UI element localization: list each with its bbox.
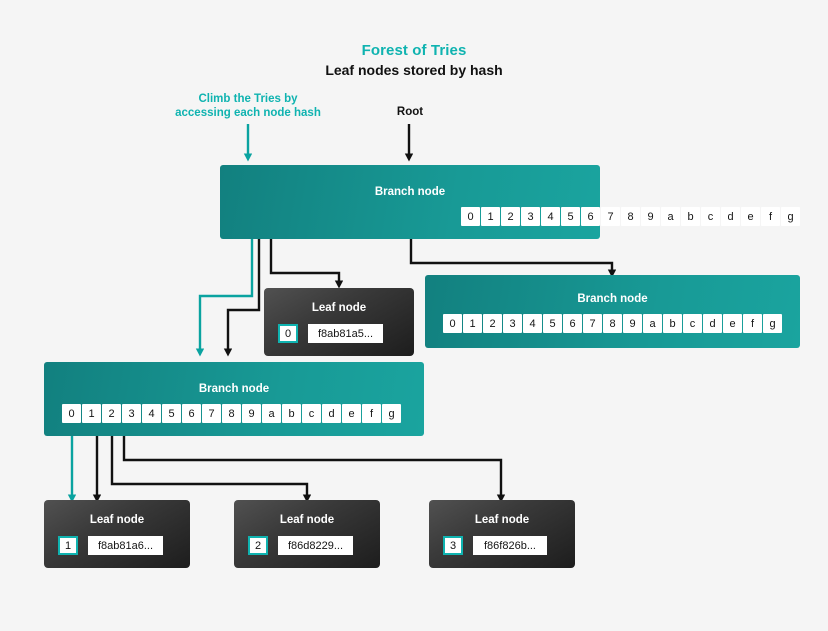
annotation-climb-the-tries: Climb the Tries by accessing each node h… xyxy=(175,93,321,119)
branch-cell[interactable]: 5 xyxy=(561,207,580,226)
branch-cell[interactable]: 9 xyxy=(641,207,660,226)
branch-cell[interactable]: c xyxy=(683,314,702,333)
branch-node-cells: 0 1 2 3 4 5 6 7 8 9 a b c d e f g xyxy=(461,207,800,226)
leaf-index-box[interactable]: 3 xyxy=(443,536,463,555)
branch-cell[interactable]: 1 xyxy=(463,314,482,333)
branch-cell[interactable]: b xyxy=(663,314,682,333)
annotation-root: Root xyxy=(396,106,424,118)
leaf-index-box[interactable]: 1 xyxy=(58,536,78,555)
branch-cell[interactable]: g xyxy=(382,404,401,423)
leaf-node-label: Leaf node xyxy=(279,514,335,526)
branch-cell[interactable]: 2 xyxy=(483,314,502,333)
leaf-hash-value[interactable]: f8ab81a5... xyxy=(308,324,384,343)
leaf-hash-value[interactable]: f86f826b... xyxy=(473,536,547,555)
branch-cell[interactable]: 6 xyxy=(563,314,582,333)
branch-cell[interactable]: 9 xyxy=(242,404,261,423)
branch-cell[interactable]: 4 xyxy=(142,404,161,423)
branch-cell[interactable]: f xyxy=(743,314,762,333)
page-title: Forest of Tries xyxy=(361,42,467,59)
branch-cell[interactable]: a xyxy=(262,404,281,423)
branch-cell[interactable]: 5 xyxy=(543,314,562,333)
branch-cell[interactable]: 1 xyxy=(82,404,101,423)
leaf-node-0[interactable]: Leaf node 0 f8ab81a5... xyxy=(264,288,414,356)
leaf-node-row: 3 f86f826b... xyxy=(443,536,547,555)
leaf-index-box[interactable]: 2 xyxy=(248,536,268,555)
leaf-node-label: Leaf node xyxy=(311,302,367,314)
branch-cell[interactable]: 5 xyxy=(162,404,181,423)
branch-cell[interactable]: f xyxy=(761,207,780,226)
arrow-lower-cell2-to-leaf2 xyxy=(110,429,312,503)
page-subtitle: Leaf nodes stored by hash xyxy=(325,62,503,78)
branch-cell[interactable]: b xyxy=(282,404,301,423)
leaf-index-box[interactable]: 0 xyxy=(278,324,298,343)
branch-cell[interactable]: 8 xyxy=(603,314,622,333)
leaf-node-2[interactable]: Leaf node 2 f86d8229... xyxy=(234,500,380,568)
branch-node-cells: 0 1 2 3 4 5 6 7 8 9 a b c d e f g xyxy=(62,404,401,423)
leaf-node-row: 1 f8ab81a6... xyxy=(58,536,164,555)
branch-cell[interactable]: g xyxy=(763,314,782,333)
leaf-node-label: Leaf node xyxy=(89,514,145,526)
branch-cell[interactable]: 3 xyxy=(503,314,522,333)
branch-cell[interactable]: c xyxy=(701,207,720,226)
branch-cell[interactable]: d xyxy=(703,314,722,333)
branch-cell[interactable]: 6 xyxy=(182,404,201,423)
branch-node-right[interactable]: Branch node 0 1 2 3 4 5 6 7 8 9 a b c d … xyxy=(425,275,800,348)
leaf-node-label: Leaf node xyxy=(474,514,530,526)
arrow-root-cell0-to-lower-branch xyxy=(223,231,261,357)
arrow-root-cell0-teal-to-lower-branch xyxy=(195,231,254,357)
branch-cell[interactable]: e xyxy=(723,314,742,333)
branch-node-lower[interactable]: Branch node 0 1 2 3 4 5 6 7 8 9 a b c d … xyxy=(44,362,424,436)
branch-cell[interactable]: 8 xyxy=(621,207,640,226)
branch-node-label: Branch node xyxy=(577,293,648,305)
leaf-hash-value[interactable]: f8ab81a6... xyxy=(88,536,164,555)
branch-cell[interactable]: 1 xyxy=(481,207,500,226)
branch-cell[interactable]: a xyxy=(661,207,680,226)
branch-node-root[interactable]: Branch node 0 1 2 3 4 5 6 7 8 9 a b c d … xyxy=(220,165,800,239)
branch-cell[interactable]: 0 xyxy=(443,314,462,333)
branch-cell[interactable]: 7 xyxy=(601,207,620,226)
leaf-node-row: 2 f86d8229... xyxy=(248,536,354,555)
branch-cell[interactable]: 3 xyxy=(521,207,540,226)
leaf-hash-value[interactable]: f86d8229... xyxy=(278,536,354,555)
branch-cell[interactable]: c xyxy=(302,404,321,423)
leaf-node-row: 0 f8ab81a5... xyxy=(278,324,384,343)
branch-cell[interactable]: b xyxy=(681,207,700,226)
branch-cell[interactable]: 4 xyxy=(541,207,560,226)
branch-cell[interactable]: e xyxy=(342,404,361,423)
branch-cell[interactable]: 3 xyxy=(122,404,141,423)
branch-cell[interactable]: 9 xyxy=(623,314,642,333)
arrow-lower-cell3-to-leaf3 xyxy=(122,429,506,503)
branch-cell[interactable]: 4 xyxy=(523,314,542,333)
branch-node-label: Branch node xyxy=(374,186,446,198)
branch-cell[interactable]: 7 xyxy=(202,404,221,423)
branch-cell[interactable]: 6 xyxy=(581,207,600,226)
branch-cell[interactable]: d xyxy=(322,404,341,423)
leaf-node-1[interactable]: Leaf node 1 f8ab81a6... xyxy=(44,500,190,568)
branch-cell[interactable]: 0 xyxy=(461,207,480,226)
branch-cell[interactable]: 0 xyxy=(62,404,81,423)
branch-cell[interactable]: f xyxy=(362,404,381,423)
branch-cell[interactable]: 2 xyxy=(102,404,121,423)
branch-cell[interactable]: 2 xyxy=(501,207,520,226)
branch-cell[interactable]: 8 xyxy=(222,404,241,423)
branch-cell[interactable]: a xyxy=(643,314,662,333)
leaf-node-3[interactable]: Leaf node 3 f86f826b... xyxy=(429,500,575,568)
branch-cell[interactable]: g xyxy=(781,207,800,226)
branch-node-label: Branch node xyxy=(198,383,270,395)
branch-cell[interactable]: 7 xyxy=(583,314,602,333)
branch-node-cells: 0 1 2 3 4 5 6 7 8 9 a b c d e f g xyxy=(443,314,782,333)
branch-cell[interactable]: d xyxy=(721,207,740,226)
branch-cell[interactable]: e xyxy=(741,207,760,226)
